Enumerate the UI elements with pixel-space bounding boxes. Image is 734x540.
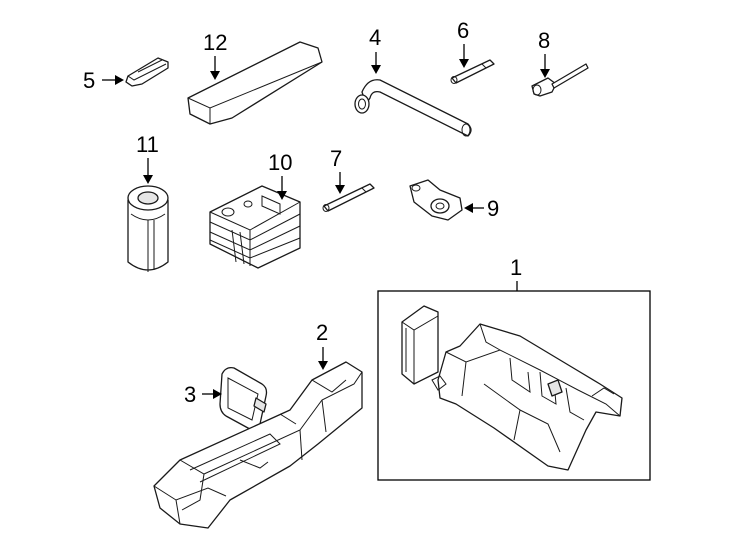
callout-9-arrowhead	[464, 203, 473, 213]
callout-6-label: 6	[457, 18, 469, 43]
callout-3-label: 3	[184, 382, 196, 407]
part-3-cover-plate	[219, 366, 268, 430]
part-12-cover-panel	[187, 41, 323, 125]
callout-4-arrowhead	[371, 65, 381, 74]
callout-4: 4	[369, 25, 381, 74]
part-2-storage-tray	[153, 361, 363, 529]
callout-10-arrowhead	[277, 191, 287, 200]
callout-12-arrowhead	[210, 71, 220, 80]
part-4-lug-wrench	[354, 79, 472, 137]
callout-3-arrowhead	[213, 389, 222, 399]
callout-7: 7	[330, 146, 345, 194]
callout-8-arrowhead	[540, 69, 550, 78]
callout-8: 8	[538, 28, 550, 78]
callout-11-label: 11	[136, 132, 159, 157]
part-9-adapter	[409, 179, 463, 221]
callout-12-label: 12	[203, 30, 227, 55]
callout-5: 5	[83, 68, 124, 93]
callout-10: 10	[268, 150, 292, 200]
callout-9-label: 9	[487, 196, 499, 221]
part-10-compressor	[209, 185, 301, 269]
callout-11: 11	[136, 132, 159, 184]
callout-2-arrowhead	[318, 361, 328, 370]
part-1-tray-assembly	[431, 323, 623, 471]
callout-2: 2	[316, 320, 328, 370]
callout-8-label: 8	[538, 28, 550, 53]
part-8-tool	[531, 63, 589, 97]
part-11-sealant-can	[127, 185, 169, 272]
callout-5-label: 5	[83, 68, 95, 93]
callout-1: 1	[510, 255, 522, 291]
callout-2-label: 2	[316, 320, 328, 345]
callout-1-label: 1	[510, 255, 522, 280]
assembly-1-frame	[377, 290, 651, 481]
callout-6-arrowhead	[459, 59, 469, 68]
part-6-pin	[450, 59, 495, 84]
part-7-extension-rod	[322, 183, 375, 212]
callout-7-arrowhead	[335, 185, 345, 194]
callout-10-label: 10	[268, 150, 292, 175]
callout-5-arrowhead	[115, 75, 124, 85]
callout-4-label: 4	[369, 25, 381, 50]
callout-11-arrowhead	[143, 175, 153, 184]
callout-12: 12	[203, 30, 227, 80]
callout-9: 9	[464, 196, 499, 221]
callout-7-label: 7	[330, 146, 342, 171]
callout-3: 3	[184, 382, 222, 407]
part-1-foam-block	[401, 305, 439, 385]
part-5-clip	[125, 57, 169, 87]
callout-6: 6	[457, 18, 469, 68]
